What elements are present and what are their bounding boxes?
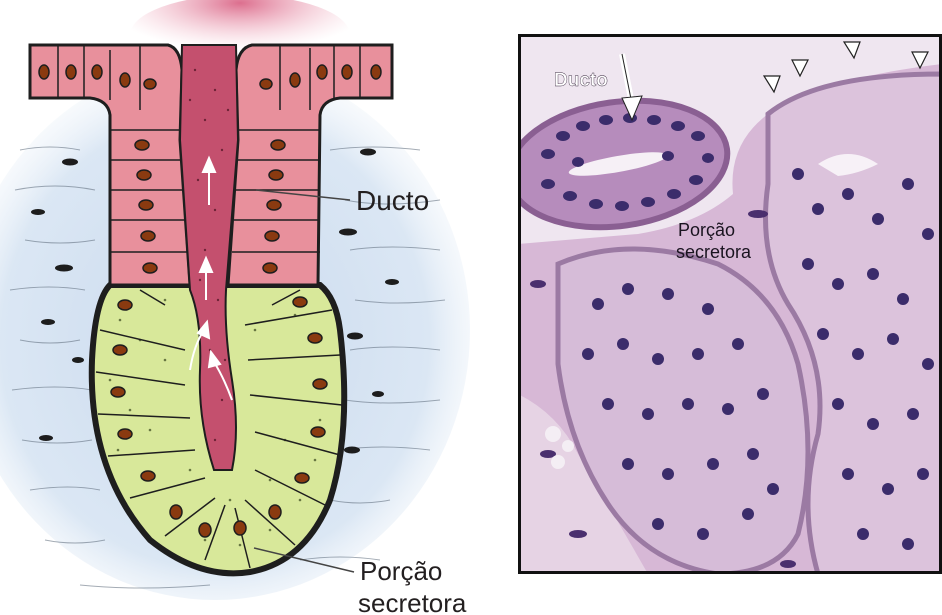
gland-diagram: Ducto Porção secretora: [0, 0, 480, 615]
micrograph-label-ducto: Ducto: [554, 70, 608, 91]
micrograph-label-porcao-line1: Porção: [678, 220, 735, 240]
micrograph-panel: Ducto Porção secretora: [518, 34, 942, 574]
diagram-label-porcao-line2: secretora: [358, 588, 467, 615]
micrograph-label-porcao-line2: secretora: [676, 242, 752, 262]
diagram-label-ducto: Ducto: [356, 185, 429, 216]
diagram-label-porcao-line1: Porção: [360, 556, 442, 586]
